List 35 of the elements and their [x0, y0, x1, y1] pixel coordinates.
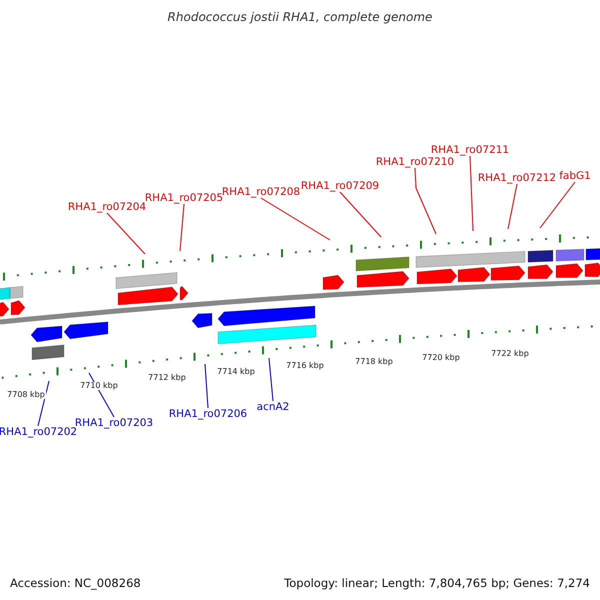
gene-label: RHA1_ro07209	[300, 180, 380, 192]
chart-title: Rhodococcus jostii RHA1, complete genome	[166, 10, 434, 24]
scale-label: 7720 kbp	[421, 354, 461, 362]
leader-line	[268, 358, 274, 402]
leader-line	[340, 192, 382, 238]
gene-label: RHA1_ro07204	[68, 201, 146, 213]
leader-line	[470, 156, 474, 232]
leader-line	[180, 204, 184, 252]
leader-line	[540, 182, 576, 228]
footer-note: Accession: NC_008268	[10, 576, 141, 590]
leader-line	[204, 364, 208, 408]
gene-label: RHA1_ro07203	[74, 417, 154, 429]
gene-label: RHA1_ro07205	[144, 192, 224, 204]
scale-label: 7708 kbp	[6, 391, 46, 399]
gene-label: fabG1	[559, 170, 591, 182]
gene-label: RHA1_ro07210	[376, 156, 454, 168]
leader-line	[38, 380, 50, 426]
gene-label: RHA1_ro07208	[222, 186, 300, 198]
scale-label: 7716 kbp	[285, 362, 325, 370]
gene-label: RHA1_ro07206	[168, 408, 248, 420]
gene-label: acnA2	[256, 401, 290, 413]
leader-line	[508, 184, 518, 230]
footer-note: Topology: linear; Length: 7,804,765 bp; Genes: 7,274	[284, 576, 590, 590]
scale-label: 7712 kbp	[147, 374, 187, 382]
scale-label: 7718 kbp	[354, 358, 394, 366]
gene-label: RHA1_ro07212	[478, 172, 556, 184]
scale-label: 7714 kbp	[216, 368, 256, 376]
gene-label: RHA1_ro07202	[0, 426, 78, 438]
leader-line	[88, 372, 114, 418]
scale-label: 7710 kbp	[79, 382, 119, 390]
gene-label: RHA1_ro07211	[430, 144, 510, 156]
leader-line	[414, 168, 436, 234]
leader-line	[260, 198, 330, 240]
scale-label: 7722 kbp	[490, 350, 530, 358]
leader-line	[106, 212, 146, 254]
